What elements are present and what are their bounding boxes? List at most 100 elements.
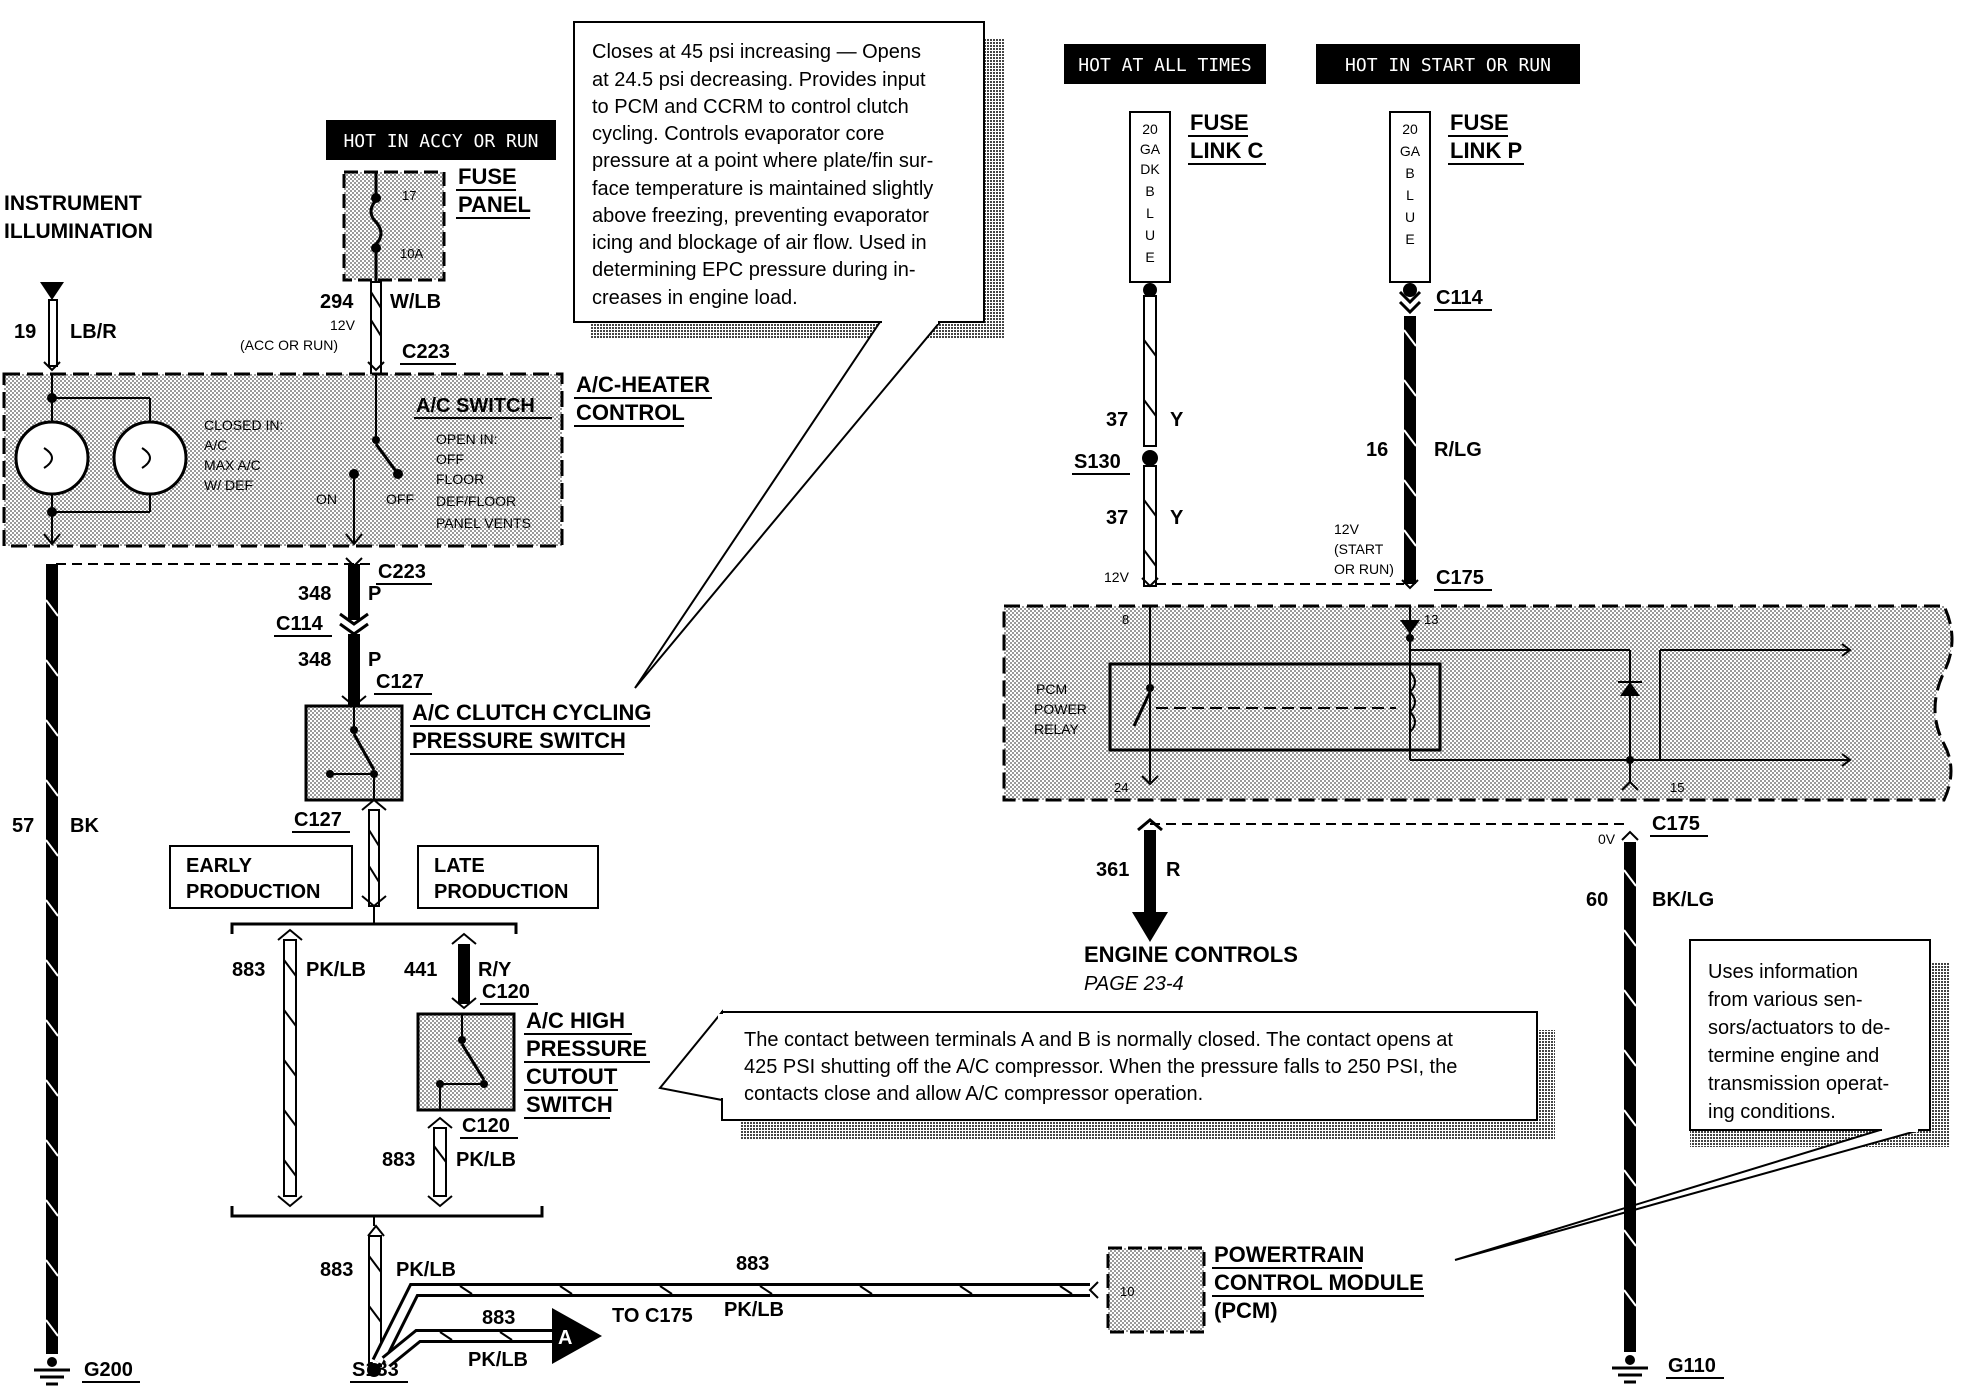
pcm-note-line: ing conditions. — [1708, 1101, 1836, 1123]
late-production-label: PRODUCTION — [434, 881, 568, 903]
wire-361-color: R — [1166, 859, 1181, 881]
connector-c223-lower: C223 — [378, 561, 426, 583]
svg-text:15: 15 — [1670, 780, 1684, 795]
high-pressure-label: PRESSURE — [526, 1036, 647, 1061]
connector-c114: C114 — [276, 613, 324, 635]
clutch-cycling-note: Closes at 45 psi increasing — Opens at 2… — [573, 21, 985, 689]
ac-heater-label: CONTROL — [576, 400, 685, 425]
svg-text:U: U — [1145, 227, 1155, 243]
clutch-switch-label: PRESSURE SWITCH — [412, 728, 626, 753]
fuse-link-p-label: FUSE — [1450, 110, 1509, 135]
svg-text:24: 24 — [1114, 780, 1128, 795]
clutch-note-line: creases in engine load. — [592, 287, 798, 309]
wire-883c-number: 883 — [320, 1259, 353, 1281]
wire-16-number: 16 — [1366, 439, 1388, 461]
hp-note-line: contacts close and allow A/C compressor … — [744, 1083, 1203, 1105]
svg-text:20: 20 — [1402, 121, 1418, 137]
svg-text:ON: ON — [316, 491, 337, 507]
wire-294-color: W/LB — [390, 291, 441, 313]
svg-text:GA: GA — [1140, 141, 1161, 157]
ac-high-pressure-switch — [416, 1012, 516, 1112]
clutch-note-line: Closes at 45 psi increasing — Opens — [592, 41, 921, 63]
hp-note-line: The contact between terminals A and B is… — [744, 1029, 1453, 1051]
wire-441-number: 441 — [404, 959, 437, 981]
wire-883e-number: 883 — [482, 1307, 515, 1329]
svg-text:17: 17 — [402, 188, 416, 203]
wire-883e-color: PK/LB — [468, 1349, 528, 1371]
clutch-note-line: face temperature is maintained slightly — [592, 178, 933, 200]
ac-heater-label: A/C-HEATER — [576, 372, 710, 397]
early-production-label: EARLY — [186, 855, 253, 877]
page-ref: PAGE 23-4 — [1084, 973, 1184, 995]
fuse-panel-label: FUSE — [458, 164, 517, 189]
pcm-note-line: transmission operat- — [1708, 1073, 1889, 1095]
svg-text:HOT IN ACCY OR RUN: HOT IN ACCY OR RUN — [343, 131, 538, 152]
svg-text:8: 8 — [1122, 612, 1129, 627]
wire-883c-color: PK/LB — [396, 1259, 456, 1281]
connector-c120: C120 — [482, 981, 530, 1003]
instrument-illumination-label: INSTRUMENT — [4, 192, 142, 215]
engine-controls-label: ENGINE CONTROLS — [1084, 942, 1298, 967]
connector-c175: C175 — [1436, 567, 1484, 589]
svg-text:MAX A/C: MAX A/C — [204, 457, 261, 473]
wire-441-color: R/Y — [478, 959, 512, 981]
connector-c114-right: C114 — [1436, 287, 1484, 309]
wire-37b-color: Y — [1170, 507, 1184, 529]
clutch-note-line: cycling. Controls evaporator core — [592, 123, 884, 145]
clutch-note-line: to PCM and CCRM to control clutch — [592, 96, 909, 118]
pcm-label: POWERTRAIN — [1214, 1242, 1364, 1267]
wire-348b-number: 348 — [298, 649, 331, 671]
high-pressure-label: CUTOUT — [526, 1064, 618, 1089]
fuse-link-c: 20 GA DK B L U E — [1129, 111, 1171, 297]
svg-text:12V: 12V — [330, 317, 356, 333]
pcm-note: Uses information from various sen- sors/… — [1454, 939, 1931, 1261]
wire-348b-color: P — [368, 649, 381, 671]
ground-g200: G200 — [84, 1359, 133, 1381]
svg-text:0V: 0V — [1598, 831, 1616, 847]
wire-348-number: 348 — [298, 583, 331, 605]
svg-text:DK: DK — [1140, 161, 1160, 177]
instrument-illumination-label: ILLUMINATION — [4, 220, 153, 243]
svg-text:A: A — [558, 1327, 572, 1349]
wire-60-color: BK/LG — [1652, 889, 1714, 911]
ac-clutch-cycling-switch — [304, 704, 404, 802]
svg-text:12V: 12V — [1334, 521, 1360, 537]
svg-text:E: E — [1405, 231, 1414, 247]
fuse-link-p-label: LINK P — [1450, 138, 1522, 163]
svg-text:E: E — [1145, 249, 1154, 265]
wire-37-number: 37 — [1106, 409, 1128, 431]
svg-text:10: 10 — [1120, 1284, 1134, 1299]
svg-text:PCM: PCM — [1036, 681, 1067, 697]
wire-883d-number: 883 — [736, 1253, 769, 1275]
high-pressure-label: A/C HIGH — [526, 1008, 625, 1033]
clutch-switch-label: A/C CLUTCH CYCLING — [412, 700, 652, 725]
connector-c120-lower: C120 — [462, 1115, 510, 1137]
ground-g110-icon — [1612, 1355, 1648, 1384]
splice-s130: S130 — [1074, 451, 1121, 473]
late-production-label: LATE — [434, 855, 485, 877]
wire-294-number: 294 — [320, 291, 354, 313]
svg-text:20: 20 — [1142, 121, 1158, 137]
pcm-module: 10 — [1106, 1246, 1206, 1334]
svg-text:13: 13 — [1424, 612, 1438, 627]
splice-s133: S133 — [352, 1359, 399, 1381]
fuse-panel-label: PANEL — [458, 192, 531, 217]
fuse-panel: 17 10A — [342, 170, 446, 282]
pcm-note-line: sors/actuators to de- — [1708, 1017, 1890, 1039]
svg-text:RELAY: RELAY — [1034, 721, 1080, 737]
wire-348-color: P — [368, 583, 381, 605]
wire-19-number: 19 — [14, 321, 36, 343]
pcm-label: (PCM) — [1214, 1298, 1278, 1323]
svg-text:W/ DEF: W/ DEF — [204, 477, 253, 493]
svg-text:10A: 10A — [400, 246, 423, 261]
hot-start-run-banner: HOT IN START OR RUN — [1316, 44, 1580, 84]
wire-16-color: R/LG — [1434, 439, 1482, 461]
wire-37-color: Y — [1170, 409, 1184, 431]
clutch-note-line: pressure at a point where plate/fin sur- — [592, 150, 933, 172]
wire-19-color: LB/R — [70, 321, 117, 343]
wire-37b-number: 37 — [1106, 507, 1128, 529]
ground-g110: G110 — [1668, 1355, 1716, 1377]
svg-text:OR RUN): OR RUN) — [1334, 561, 1394, 577]
pcm-note-line: termine engine and — [1708, 1045, 1879, 1067]
wire-883-color: PK/LB — [306, 959, 366, 981]
